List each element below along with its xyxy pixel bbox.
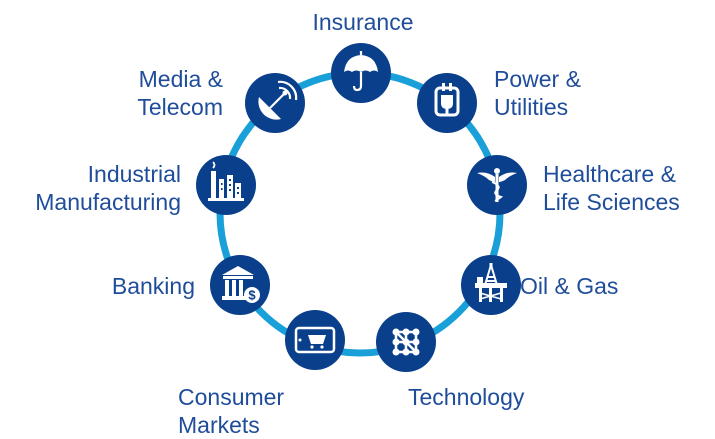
node-power bbox=[417, 73, 477, 133]
label-industrial-line1: Industrial bbox=[87, 161, 181, 187]
label-consumer: Consumer Markets bbox=[178, 383, 284, 439]
node-industrial-circle bbox=[196, 155, 256, 215]
circuit-icon bbox=[392, 328, 420, 356]
label-banking-line1: Banking bbox=[111, 273, 195, 299]
bank-dollar-icon: $ bbox=[222, 266, 260, 303]
label-industrial: Industrial Manufacturing bbox=[35, 160, 181, 216]
label-industrial-line2: Manufacturing bbox=[35, 189, 181, 215]
node-industrial bbox=[196, 155, 256, 215]
label-media-line2: Telecom bbox=[137, 94, 223, 120]
node-oil bbox=[461, 255, 521, 315]
label-healthcare: Healthcare & Life Sciences bbox=[543, 160, 680, 216]
node-healthcare bbox=[467, 155, 527, 215]
svg-text:$: $ bbox=[248, 288, 256, 303]
label-banking: Banking bbox=[112, 272, 195, 300]
label-insurance-line1: Insurance bbox=[312, 9, 414, 35]
label-media: Media & Telecom bbox=[137, 65, 223, 121]
label-technology: Technology bbox=[408, 383, 524, 411]
node-media bbox=[245, 73, 305, 133]
shopping-cart-tablet-icon bbox=[294, 326, 336, 354]
node-consumer bbox=[285, 310, 345, 370]
oil-rig-icon bbox=[475, 263, 507, 302]
label-oil: Oil & Gas bbox=[520, 272, 618, 300]
node-insurance bbox=[331, 43, 391, 103]
label-healthcare-line1: Healthcare & bbox=[543, 161, 676, 187]
label-healthcare-line2: Life Sciences bbox=[543, 189, 680, 215]
label-consumer-line2: Markets bbox=[178, 412, 260, 438]
label-consumer-line1: Consumer bbox=[178, 384, 285, 410]
power-plug-icon bbox=[434, 83, 460, 117]
factory-icon bbox=[208, 161, 244, 201]
label-power: Power & Utilities bbox=[494, 65, 581, 121]
label-power-line1: Power & bbox=[494, 66, 581, 92]
satellite-dish-icon bbox=[258, 80, 298, 120]
label-power-line2: Utilities bbox=[494, 94, 569, 120]
label-insurance: Insurance bbox=[298, 8, 428, 36]
label-media-line1: Media & bbox=[138, 66, 223, 92]
label-oil-line1: Oil & Gas bbox=[520, 273, 619, 299]
node-banking: $ bbox=[210, 255, 270, 315]
label-technology-line1: Technology bbox=[408, 384, 525, 410]
node-technology bbox=[376, 312, 436, 372]
caduceus-icon bbox=[477, 168, 517, 202]
umbrella-icon bbox=[344, 51, 378, 92]
